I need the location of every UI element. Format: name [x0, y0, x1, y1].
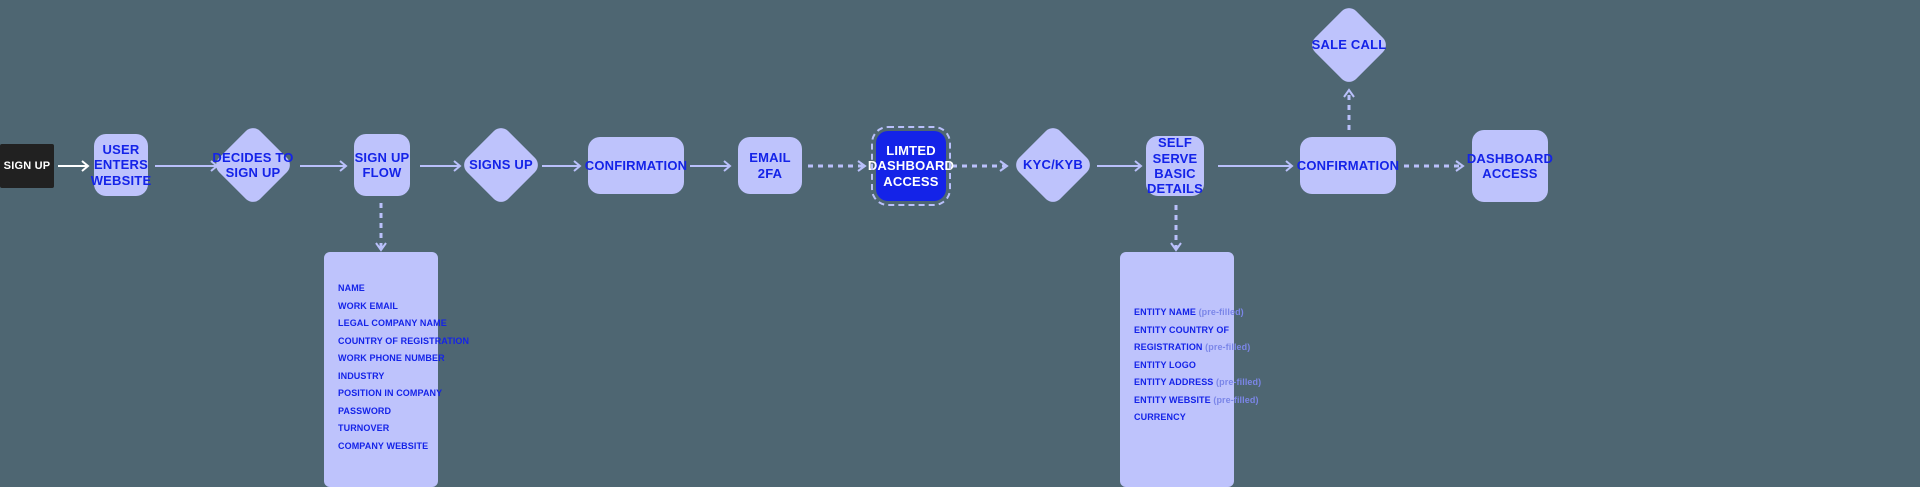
node-label: SELF SERVE BASIC DETAILS: [1146, 135, 1204, 197]
node-label: LIMTED DASHBOARD ACCESS: [867, 143, 955, 189]
node-label: SIGNS UP: [469, 157, 533, 173]
list-item: WORK PHONE NUMBER: [338, 353, 445, 364]
node-label: KYC/KYB: [1023, 157, 1083, 173]
sign-up-fields-panel[interactable]: NAME WORK EMAIL LEGAL COMPANY NAME COUNT…: [324, 252, 470, 487]
node-label: CONFIRMATION: [1296, 157, 1400, 173]
connector-confirmation-to-sale-call: [1341, 86, 1357, 130]
connector-limited-dashboard-to-kyc-kyb: [952, 158, 1014, 174]
connector-self-serve-to-entity-panel: [1168, 205, 1184, 255]
node-label: EMAIL 2FA: [749, 150, 791, 181]
list-item: TURNOVER: [338, 423, 390, 434]
pre-filled-note: (pre-filled): [1198, 307, 1244, 317]
node-signs-up[interactable]: SIGNS UP: [459, 123, 543, 207]
list-item: ENTITY ADDRESS (pre-filled): [1134, 377, 1262, 388]
connector-decides-to-sign-up-flow: [300, 158, 352, 174]
connector-sign-up-to-user-enters-website: [58, 158, 94, 174]
node-label: USER ENTERS WEBSITE: [90, 142, 152, 188]
pre-filled-note: (pre-filled): [1216, 377, 1262, 388]
node-sale-call[interactable]: SALE CALL: [1307, 3, 1391, 87]
list-item: PASSWORD: [338, 405, 392, 416]
node-label: SALE CALL: [1311, 37, 1387, 53]
node-self-serve-basic-details[interactable]: SELF SERVE BASIC DETAILS: [1146, 135, 1204, 197]
connector-signs-up-to-confirmation: [542, 158, 586, 174]
node-sign-up-start[interactable]: SIGN UP: [0, 144, 54, 188]
node-label: SIGN UP: [3, 159, 51, 172]
list-item: NAME: [338, 283, 365, 293]
node-email-2fa[interactable]: EMAIL 2FA: [738, 137, 802, 194]
sign-up-fields-list: NAME WORK EMAIL LEGAL COMPANY NAME COUNT…: [338, 280, 470, 455]
node-limited-dashboard-access[interactable]: LIMTED DASHBOARD ACCESS: [868, 126, 954, 206]
node-sign-up-flow[interactable]: SIGN UP FLOW: [354, 134, 410, 196]
entity-fields-list: ENTITY NAME (pre-filled) ENTITY COUNTRY …: [1134, 280, 1262, 427]
list-item: CURRENCY: [1134, 412, 1186, 423]
node-user-enters-website[interactable]: USER ENTERS WEBSITE: [91, 134, 151, 196]
connector-confirmation-to-email-2fa: [690, 158, 736, 174]
entity-details-panel[interactable]: ENTITY NAME (pre-filled) ENTITY COUNTRY …: [1120, 252, 1262, 487]
node-confirmation-2[interactable]: CONFIRMATION: [1297, 137, 1399, 194]
connector-self-serve-to-confirmation: [1218, 158, 1298, 174]
node-dashboard-access[interactable]: DASHBOARD ACCESS: [1467, 130, 1553, 202]
node-label: DASHBOARD ACCESS: [1466, 150, 1554, 181]
connector-confirmation-to-dashboard-access: [1404, 158, 1470, 174]
connector-sign-up-flow-to-fields-panel: [373, 203, 389, 255]
list-item: ENTITY COUNTRY OF: [1134, 324, 1230, 335]
list-item: COUNTRY OF REGISTRATION: [338, 335, 470, 346]
list-item: INDUSTRY: [338, 370, 385, 381]
node-confirmation-1[interactable]: CONFIRMATION: [585, 137, 687, 194]
connector-email-2fa-to-limited-dashboard: [808, 158, 872, 174]
list-item: WORK EMAIL: [338, 300, 398, 311]
node-kyc-kyb[interactable]: KYC/KYB: [1011, 123, 1095, 207]
node-label: SIGN UP FLOW: [354, 149, 410, 180]
pre-filled-note: (pre-filled): [1205, 342, 1251, 353]
list-item: COMPANY WEBSITE: [338, 440, 429, 451]
list-item: REGISTRATION (pre-filled): [1134, 342, 1251, 353]
list-item: POSITION IN COMPANY: [338, 388, 443, 399]
node-decides-to-sign-up[interactable]: DECIDES TO SIGN UP: [211, 123, 295, 207]
node-label: DECIDES TO SIGN UP: [212, 149, 294, 180]
node-label: CONFIRMATION: [584, 157, 688, 173]
connector-kyc-kyb-to-self-serve: [1097, 158, 1147, 174]
list-item: ENTITY NAME (pre-filled): [1134, 307, 1244, 317]
list-item: ENTITY LOGO: [1134, 359, 1196, 370]
list-item: ENTITY WEBSITE (pre-filled): [1134, 394, 1259, 405]
connector-sign-up-flow-to-signs-up: [420, 158, 466, 174]
pre-filled-note: (pre-filled): [1213, 394, 1259, 405]
list-item: LEGAL COMPANY NAME: [338, 318, 447, 329]
